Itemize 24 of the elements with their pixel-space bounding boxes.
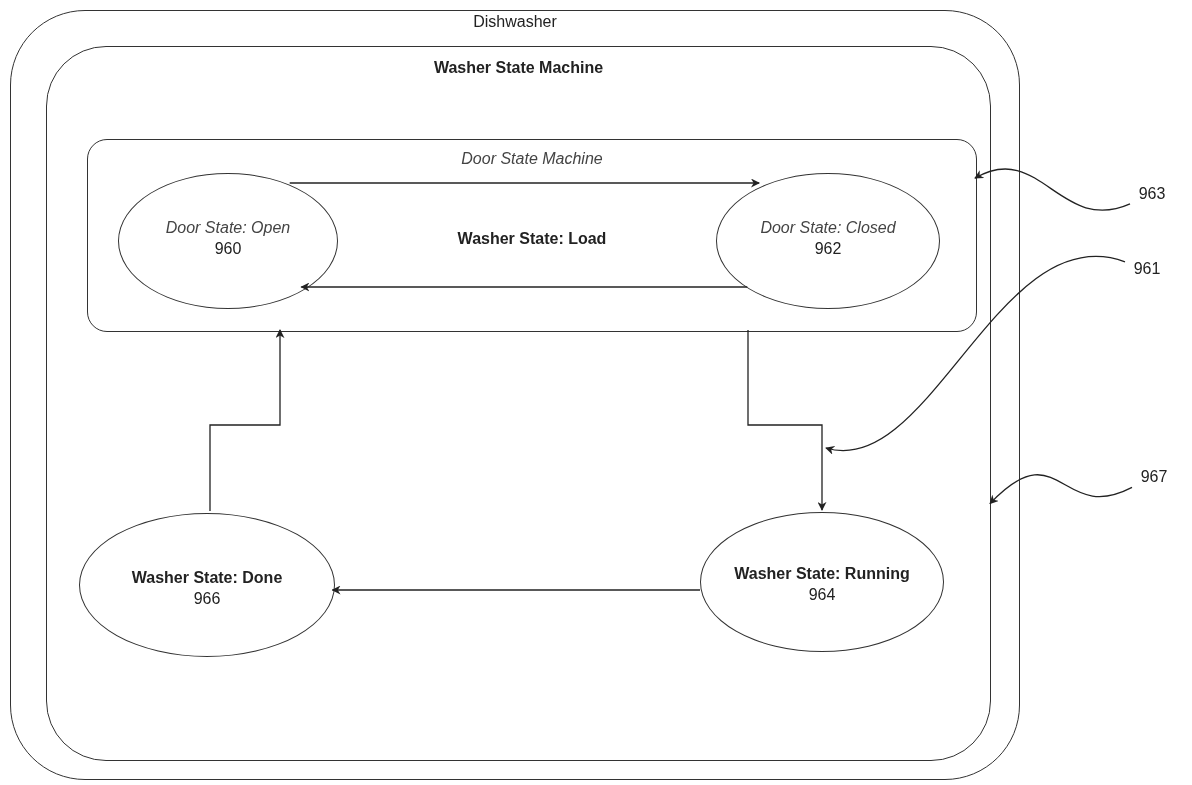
state-machine-frame xyxy=(87,139,977,332)
state-name: Washer State: Running xyxy=(734,565,910,583)
state-name: Door State: Closed xyxy=(760,219,896,237)
leader-line xyxy=(825,255,1126,454)
transition-arrow xyxy=(209,329,285,512)
state-number: 966 xyxy=(193,590,221,608)
state-name: Washer State: Done xyxy=(131,569,283,587)
transition-arrow xyxy=(289,178,760,188)
transition-arrow xyxy=(747,329,827,511)
reference-number: 961 xyxy=(1125,259,1169,281)
frame-title: Washer State Machine xyxy=(433,59,604,77)
transition-arrow xyxy=(300,282,748,292)
leader-line xyxy=(989,474,1133,505)
reference-number: 963 xyxy=(1130,184,1174,206)
frame-title: Door State Machine xyxy=(461,150,603,168)
state-number: 964 xyxy=(808,586,836,604)
state-number: 960 xyxy=(214,240,242,258)
frame-title: Dishwasher xyxy=(473,13,557,31)
state-number: 962 xyxy=(814,240,842,258)
state-label: Washer State: Load xyxy=(457,230,607,248)
state-name: Door State: Open xyxy=(165,219,291,237)
leader-line xyxy=(974,168,1131,211)
transition-arrow xyxy=(331,585,701,595)
reference-number: 967 xyxy=(1132,467,1176,489)
